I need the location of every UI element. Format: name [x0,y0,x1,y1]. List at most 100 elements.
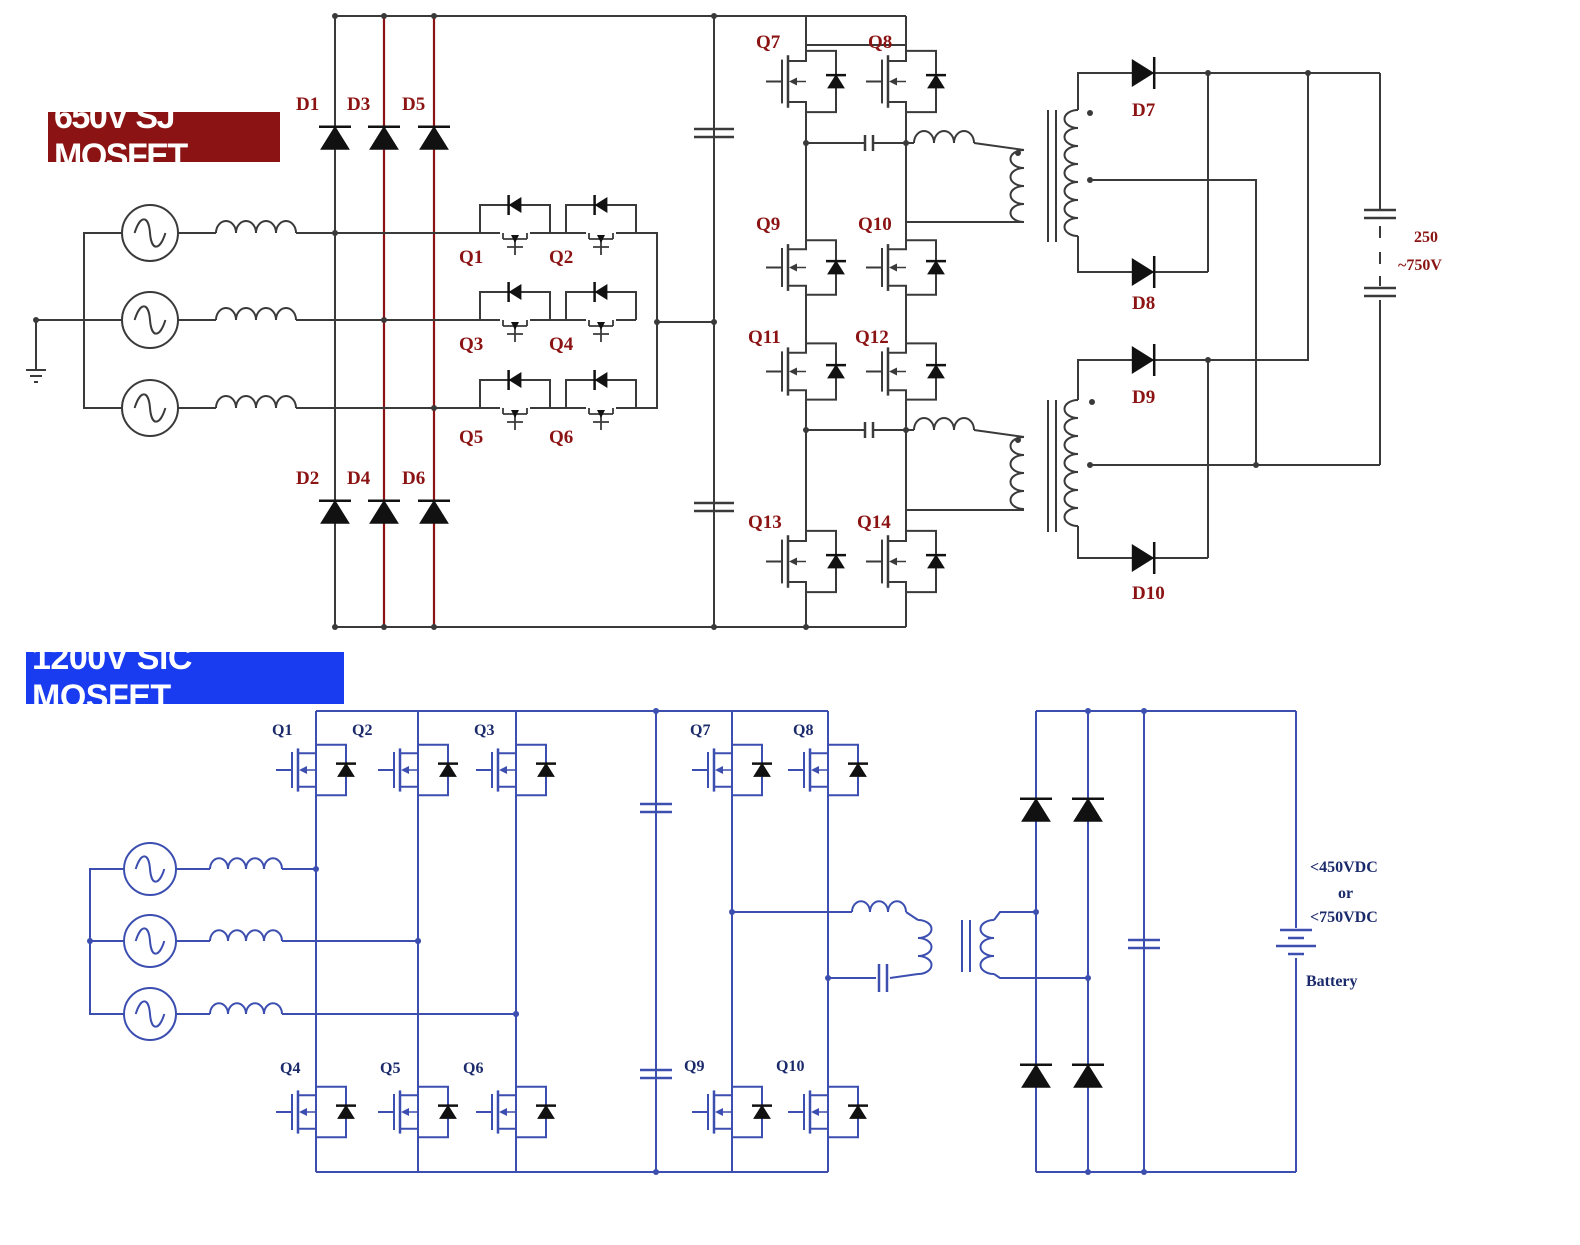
junction-dot [1305,70,1311,76]
label-q7: Q7 [756,32,781,53]
output-capacitor [1364,286,1396,298]
label-q12: Q12 [855,327,889,348]
label-q14: Q14 [857,512,891,533]
label-d9: D9 [1132,387,1155,408]
switch-sic-q8 [788,740,868,800]
switch-sic-q7 [692,740,772,800]
line-inductor [215,220,297,234]
body-diode [752,762,772,777]
label-d8: D8 [1132,293,1155,314]
label-sic-q8: Q8 [793,722,813,739]
label-q10: Q10 [858,214,892,235]
switch-q14 [866,525,946,598]
ac-source [121,291,179,349]
dc-link-capacitor [694,501,734,513]
label-q13: Q13 [748,512,782,533]
junction-dot [313,866,319,872]
label-q9: Q9 [756,214,780,235]
output-rectifier-diode [1072,797,1104,822]
junction-dot [653,1169,659,1175]
output-diode [1131,344,1156,376]
transformer-primary [917,919,933,975]
switch-q12 [866,338,946,405]
switch-q9 [766,235,846,300]
bidirectional-switch [565,370,637,430]
switch-q8 [866,45,946,118]
label-sic-q5: Q5 [380,1060,400,1077]
junction-dot [87,938,93,944]
diode [593,370,608,390]
junction-dot [1087,110,1093,116]
rectifier-diode [368,499,400,524]
switch-q10 [866,235,946,300]
transformer-secondary [1063,109,1079,237]
junction-dot [431,405,437,411]
junction-dot [1205,357,1211,363]
switch-sic-q3 [476,740,556,800]
body-diode [536,762,556,777]
label-q11: Q11 [748,327,781,348]
diode [593,282,608,302]
rectifier-diode [319,125,351,150]
line-inductor [209,857,283,870]
body-diode [926,259,946,275]
ac-source [121,379,179,437]
junction-dot [513,1011,519,1017]
bidirectional-switch [479,370,551,430]
label-q4: Q4 [549,334,574,355]
label-sic-q9: Q9 [684,1058,704,1075]
label-sic-q3: Q3 [474,722,494,739]
output-voltage-line1: 250 [1414,229,1438,246]
diode [507,282,522,302]
sic-mosfet-circuit [87,708,1316,1175]
label-sic-q2: Q2 [352,722,372,739]
line-inductor [209,1002,283,1015]
label-q3: Q3 [459,334,483,355]
top-wiring [33,13,1381,630]
ac-source [123,987,177,1041]
battery-label: Battery [1306,973,1358,990]
dc-link-capacitor [640,1068,672,1080]
label-sic-q10: Q10 [776,1058,804,1075]
junction-dot [381,624,387,630]
junction-dot [332,230,338,236]
bidirectional-switch [479,282,551,342]
label-d1: D1 [296,94,319,115]
switch-sic-q4 [276,1082,356,1142]
transformer-primary [1009,436,1025,510]
output-diode [1131,57,1156,89]
body-diode [826,363,846,379]
junction-dot [1087,462,1093,468]
ac-source [123,842,177,896]
output-rectifier-diode [1072,1063,1104,1088]
body-diode [848,762,868,777]
label-sic-q1: Q1 [272,722,292,739]
label-d3: D3 [347,94,370,115]
dc-link-capacitor [640,802,672,814]
junction-dot [431,624,437,630]
body-diode [826,553,846,569]
bottom-wiring [87,708,1297,1175]
body-diode [438,1104,458,1119]
output-diode [1131,256,1156,288]
label-d10: D10 [1132,583,1165,604]
line-inductor [215,307,297,321]
sj-mosfet-circuit [26,13,1396,630]
resonant-inductor [851,900,907,913]
label-q1: Q1 [459,247,483,268]
output-voltage-line2: ~750V [1398,257,1442,274]
junction-dot [332,624,338,630]
rectifier-diode [418,125,450,150]
resonant-capacitor [863,135,875,151]
rectifier-diode [319,499,351,524]
switch-sic-q1 [276,740,356,800]
resonant-capacitor [877,964,889,992]
line-inductor [215,395,297,409]
transformer-secondary [1063,399,1079,527]
switch-sic-q9 [692,1082,772,1142]
body-diode [926,553,946,569]
label-d2: D2 [296,468,319,489]
body-diode [336,762,356,777]
body-diode [336,1104,356,1119]
switch-sic-q10 [788,1082,868,1142]
